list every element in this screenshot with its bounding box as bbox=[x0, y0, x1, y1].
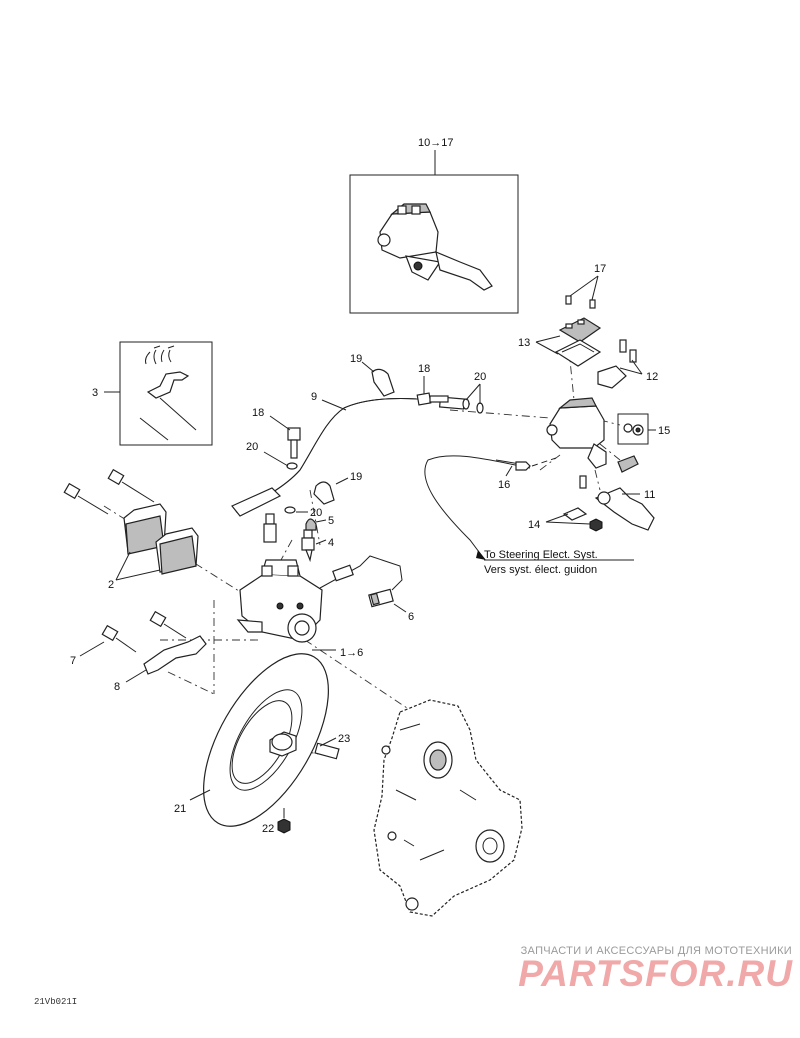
hose-clip-upper bbox=[371, 368, 395, 397]
callout-23: 23 bbox=[338, 733, 350, 745]
callout-11: 11 bbox=[644, 489, 655, 501]
callout-14: 14 bbox=[528, 519, 540, 531]
brake-pads bbox=[123, 503, 199, 575]
brake-disc bbox=[203, 653, 329, 827]
banjo-bolt-right bbox=[416, 392, 484, 414]
callout-3: 3 bbox=[92, 387, 98, 399]
callout-1-6: 1→6 bbox=[340, 647, 363, 659]
callout-15: 15 bbox=[658, 425, 670, 437]
callout-7: 7 bbox=[70, 655, 76, 667]
callout-9: 9 bbox=[311, 391, 317, 403]
disc-nut bbox=[277, 818, 291, 834]
callout-8: 8 bbox=[114, 681, 120, 693]
gearcase-housing bbox=[373, 699, 523, 917]
brake-lever bbox=[562, 475, 655, 532]
callout-17: 17 bbox=[594, 263, 606, 275]
master-cylinder-assembly-box bbox=[349, 150, 519, 314]
watermark-tagline: ЗАПЧАСТИ И АКСЕССУАРЫ ДЛЯ МОТОТЕХНИКИ bbox=[520, 945, 792, 957]
reservoir-cover-and-diaphragm bbox=[554, 317, 602, 367]
master-cylinder-body bbox=[546, 397, 607, 469]
callout-22: 22 bbox=[262, 823, 274, 835]
callout-2: 2 bbox=[108, 579, 114, 591]
caliper-mounting-bolts bbox=[63, 468, 155, 515]
callout-5: 5 bbox=[328, 515, 334, 527]
banjo-bolt-left bbox=[284, 427, 301, 514]
callout-4: 4 bbox=[328, 537, 334, 549]
leader-9 bbox=[321, 399, 347, 411]
bracket-bolts bbox=[101, 610, 187, 653]
caliper-bracket bbox=[143, 635, 207, 675]
callout-21: 21 bbox=[174, 803, 186, 815]
brake-pad-hardware-box bbox=[104, 341, 213, 446]
callout-10-17: 10→17 bbox=[418, 137, 453, 149]
callout-12: 12 bbox=[646, 371, 658, 383]
bleeder-cap bbox=[305, 518, 317, 531]
brake-hose bbox=[231, 396, 471, 517]
callout-16: 16 bbox=[498, 479, 510, 491]
switch-plug bbox=[617, 455, 639, 473]
note-to-steering-electrical: To Steering Elect. Syst. bbox=[484, 549, 598, 561]
wire-arrow bbox=[476, 550, 486, 560]
caliper-hose-fitting bbox=[368, 588, 394, 608]
bleeder-screw bbox=[301, 529, 315, 563]
callout-20-right: 20 bbox=[474, 371, 486, 383]
brake-light-wire bbox=[424, 455, 557, 557]
diagram-code: 21Vb021I bbox=[34, 997, 78, 1007]
watermark-logo: PARTSFOR.RU bbox=[518, 953, 793, 994]
callout-18-right: 18 bbox=[418, 363, 430, 375]
callout-6: 6 bbox=[408, 611, 414, 623]
cover-screws bbox=[565, 295, 596, 309]
callout-18-left: 18 bbox=[252, 407, 264, 419]
caliper-fitting bbox=[263, 513, 277, 543]
brake-switch-box bbox=[617, 413, 649, 445]
note-vers-systeme-electrique: Vers syst. élect. guidon bbox=[484, 564, 597, 576]
callout-13: 13 bbox=[518, 337, 530, 349]
hose-clip-lower bbox=[313, 481, 335, 505]
callout-20-upper-left: 20 bbox=[246, 441, 258, 453]
brake-caliper bbox=[236, 555, 403, 643]
clamp-and-screws bbox=[597, 339, 637, 389]
callout-20-lower-left: 20 bbox=[310, 507, 322, 519]
callout-19-upper: 19 bbox=[350, 353, 362, 365]
callout-19-lower: 19 bbox=[350, 471, 362, 483]
shaft-key bbox=[314, 742, 340, 760]
